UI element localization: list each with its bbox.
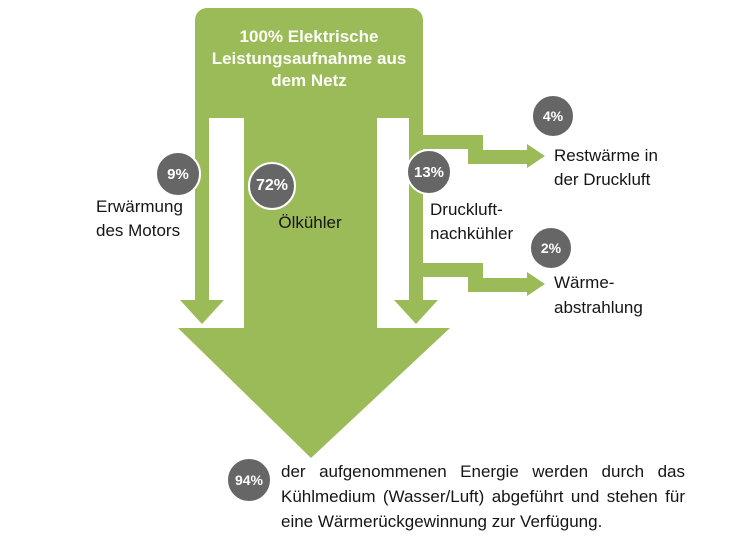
radiation-label-line2: abstrahlung — [554, 298, 643, 317]
residual-heat-label-line1: Restwärme in — [554, 146, 658, 165]
aftercooler-label: Druckluft- nachkühler — [430, 198, 513, 246]
recovery-text-line3: eine Wärmerückgewinnung zur Verfügung. — [281, 512, 603, 531]
residual-heat-label-line2: der Druckluft — [554, 170, 651, 189]
oilcooler-label: Ölkühler — [278, 213, 342, 232]
residual-heat-branch-arrow — [423, 135, 545, 168]
motor-loss-arrow-head — [180, 300, 224, 324]
main-flow-column — [244, 90, 377, 330]
recovery-pct-badge: 94% — [226, 457, 272, 503]
aftercooler-pct-badge: 13% — [406, 149, 452, 195]
motor-label: Erwärmung des Motors — [96, 195, 183, 243]
source-box-label: 100% Elektrische Leistungsaufnahme aus d… — [203, 26, 415, 92]
motor-label-line1: Erwärmung — [96, 197, 183, 216]
aftercooler-arrow-head — [394, 300, 438, 324]
aftercooler-label-line2: nachkühler — [430, 224, 514, 243]
motor-label-line2: des Motors — [96, 221, 181, 240]
motor-loss-arrow-shaft — [195, 100, 209, 302]
motor-pct-badge: 9% — [155, 151, 201, 197]
main-arrow-head — [178, 328, 450, 458]
recovery-text-line2: Kühlmedium (Wasser/Luft) abgeführt und s… — [281, 487, 685, 506]
radiation-pct-badge: 2% — [529, 226, 573, 270]
source-box-line3: dem Netz — [271, 71, 347, 90]
radiation-label-line1: Wärme- — [554, 273, 615, 292]
source-box-line2: Leistungsaufnahme aus — [211, 49, 407, 68]
radiation-label: Wärme- abstrahlung — [554, 270, 643, 320]
recovery-text-line1: der aufgenommenen Energie werden durch d… — [281, 462, 685, 481]
recovery-text: der aufgenommenen Energie werden durch d… — [281, 459, 685, 534]
radiation-branch-arrow — [423, 263, 545, 296]
aftercooler-arrow-shaft — [409, 100, 423, 302]
residual-heat-label: Restwärme in der Druckluft — [554, 144, 658, 192]
oilcooler-pct-badge: 72% — [248, 162, 296, 210]
source-box-line1: 100% Elektrische — [239, 27, 379, 46]
residual-heat-pct-badge: 4% — [531, 94, 575, 138]
aftercooler-label-line1: Druckluft- — [430, 200, 503, 219]
